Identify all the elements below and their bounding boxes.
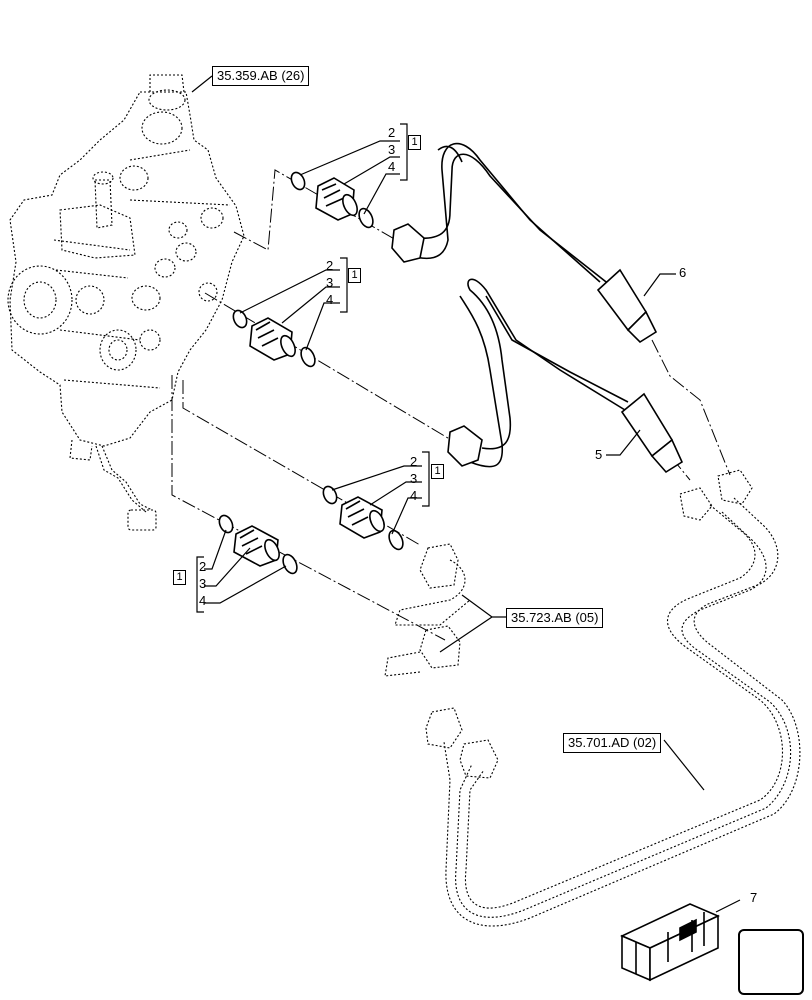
callout-adapter: 3: [410, 471, 418, 486]
hose-upper: [391, 142, 658, 344]
callout-adapter: 3: [388, 142, 396, 157]
callout-oring: 2: [410, 454, 418, 469]
callout-hose-upper: 6: [679, 265, 687, 280]
brackets: [196, 123, 430, 613]
valve-block: [7, 74, 245, 531]
adapter-group-middle: [232, 309, 316, 368]
adapter-group-lower-right: [322, 485, 404, 551]
kit-box-label: 1: [348, 268, 361, 283]
callout-adapter: 3: [326, 275, 334, 290]
kit-box-label: 1: [408, 135, 421, 150]
callout-oring: 2: [326, 258, 334, 273]
adapter-group-upper: [290, 171, 374, 229]
callout-oring: 2: [199, 559, 207, 574]
hose-lower: [447, 278, 684, 474]
callout-oring: 2: [388, 125, 396, 140]
callout-ring: 4: [388, 159, 396, 174]
callout-ring: 4: [199, 593, 207, 608]
adapter-group-lower-left: [218, 514, 298, 575]
callout-ring: 4: [326, 292, 334, 307]
reference-adapters: [384, 469, 753, 779]
leader-lines: [191, 75, 741, 913]
navigation-button[interactable]: [738, 929, 804, 995]
callout-adapter: 3: [199, 576, 207, 591]
callout-ring: 4: [410, 488, 418, 503]
callout-kit: 7: [750, 890, 758, 905]
reference-hose-group[interactable]: 35.701.AD (02): [563, 733, 662, 753]
callout-hose-lower: 5: [595, 447, 603, 462]
hose-bundle: [443, 497, 801, 927]
kit-box-label: 1: [173, 570, 186, 585]
kit-box-label: 1: [431, 464, 444, 479]
crate-icon: [620, 903, 720, 982]
reference-valve-block[interactable]: 35.359.AB (26): [212, 66, 310, 86]
reference-adapter-group[interactable]: 35.723.AB (05): [506, 608, 604, 628]
